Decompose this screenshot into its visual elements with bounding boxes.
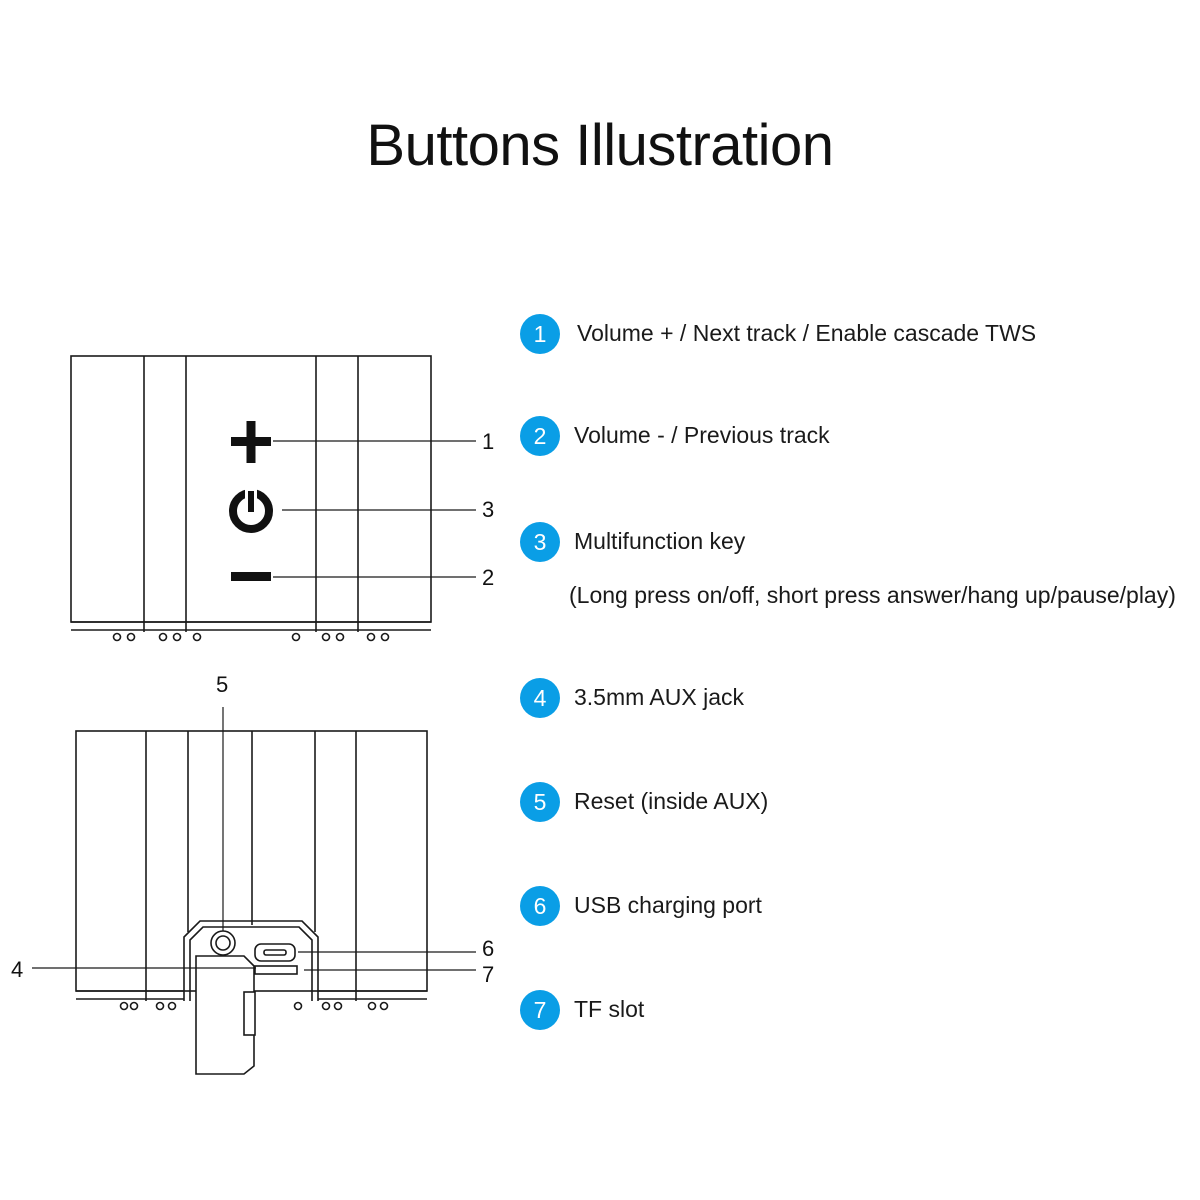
- number-badge: 7: [520, 990, 560, 1030]
- number-badge: 4: [520, 678, 560, 718]
- number-badge: 2: [520, 416, 560, 456]
- speaker-top-view: [70, 355, 432, 642]
- callout-2: 2: [482, 565, 494, 590]
- minus-icon: [231, 572, 271, 581]
- legend-label: Multifunction key: [574, 528, 746, 554]
- number-badge: 1: [520, 314, 560, 354]
- cable-plug-icon: [195, 955, 256, 1075]
- usb-port-icon: [254, 943, 296, 962]
- legend-label: Volume - / Previous track: [574, 422, 830, 448]
- number-badge: 5: [520, 782, 560, 822]
- callout-6: 6: [482, 936, 494, 961]
- legend-label: Volume + / Next track / Enable cascade T…: [577, 320, 1037, 346]
- callout-4: 4: [11, 957, 23, 982]
- power-icon: [229, 489, 273, 533]
- plus-icon: [231, 421, 271, 463]
- callout-1: 1: [482, 429, 494, 454]
- legend-label: USB charging port: [574, 892, 762, 918]
- aux-jack-icon: [210, 930, 236, 956]
- tf-slot-icon: [254, 965, 298, 975]
- legend-label: 3.5mm AUX jack: [574, 684, 744, 710]
- legend-label: TF slot: [574, 996, 645, 1022]
- legend-note-3: (Long press on/off, short press answer/h…: [569, 582, 1176, 608]
- number-badge: 6: [520, 886, 560, 926]
- callout-3: 3: [482, 497, 494, 522]
- callout-5: 5: [216, 672, 228, 697]
- legend-label: Reset (inside AUX): [574, 788, 769, 814]
- callout-7: 7: [482, 962, 494, 987]
- page-title: Buttons Illustration: [366, 113, 834, 178]
- number-badge: 3: [520, 522, 560, 562]
